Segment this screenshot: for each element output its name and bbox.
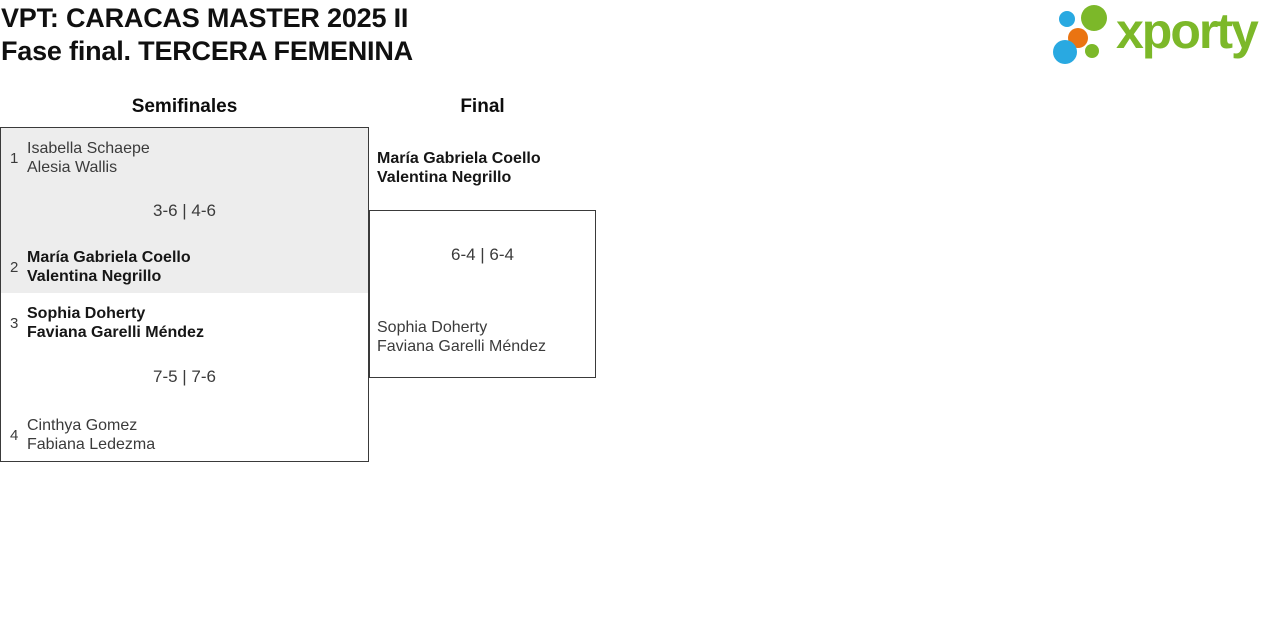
final-team-2: Sophia Doherty Faviana Garelli Méndez: [377, 318, 546, 356]
player-name: Isabella Schaepe: [27, 140, 150, 157]
player-name: Faviana Garelli Méndez: [377, 338, 546, 355]
team-names: Isabella Schaepe Alesia Wallis: [27, 139, 150, 177]
semifinal-1-score: 3-6 | 4-6: [152, 200, 216, 220]
player-name: Alesia Wallis: [27, 159, 118, 176]
team-names: María Gabriela Coello Valentina Negrillo: [27, 248, 191, 286]
player-name: María Gabriela Coello: [27, 249, 191, 266]
seed-number: 1: [10, 149, 19, 167]
player-name: Sophia Doherty: [27, 305, 146, 322]
player-name: Valentina Negrillo: [27, 268, 162, 285]
semifinal-1-team-1: 1 Isabella Schaepe Alesia Wallis: [1, 139, 150, 177]
category-subtitle: Fase final. TERCERA FEMENINA: [1, 36, 413, 66]
seed-number: 3: [10, 314, 19, 332]
round-header-final: Final: [460, 96, 505, 117]
team-names: Cinthya Gomez Fabiana Ledezma: [27, 416, 155, 454]
semifinal-1-team-2: 2 María Gabriela Coello Valentina Negril…: [1, 248, 191, 286]
xporty-logo-text: xporty: [1116, 3, 1259, 59]
player-name: Cinthya Gomez: [27, 417, 138, 434]
seed-number: 2: [10, 258, 19, 276]
semifinal-2-score: 7-5 | 7-6: [152, 367, 216, 386]
final-team-1: María Gabriela Coello Valentina Negrillo: [377, 149, 541, 187]
player-name: Fabiana Ledezma: [27, 436, 156, 453]
player-name: María Gabriela Coello: [377, 150, 541, 167]
tournament-title: VPT: CARACAS MASTER 2025 II: [1, 3, 409, 33]
final-score: 6-4 | 6-4: [450, 245, 514, 264]
final-match-card: 6-4 | 6-4 Sophia Doherty Faviana Garelli…: [369, 210, 596, 378]
player-name: Sophia Doherty: [377, 319, 488, 336]
player-name: Faviana Garelli Méndez: [27, 324, 204, 341]
semifinal-2-team-2: 4 Cinthya Gomez Fabiana Ledezma: [1, 416, 155, 454]
round-header-semifinales: Semifinales: [131, 96, 238, 117]
xporty-dots-icon: [1053, 5, 1107, 64]
team-names: Sophia Doherty Faviana Garelli Méndez: [377, 318, 546, 356]
semifinal-2-team-1: 3 Sophia Doherty Faviana Garelli Méndez: [1, 304, 204, 342]
semifinal-2-card: 3 Sophia Doherty Faviana Garelli Méndez …: [0, 293, 369, 462]
player-name: Valentina Negrillo: [377, 169, 512, 186]
xporty-logo[interactable]: xporty: [1048, 3, 1259, 66]
team-names: María Gabriela Coello Valentina Negrillo: [377, 149, 541, 187]
seed-number: 4: [10, 426, 19, 444]
semifinal-1-card: 1 Isabella Schaepe Alesia Wallis 3-6 | 4…: [0, 127, 369, 294]
team-names: Sophia Doherty Faviana Garelli Méndez: [27, 304, 204, 342]
